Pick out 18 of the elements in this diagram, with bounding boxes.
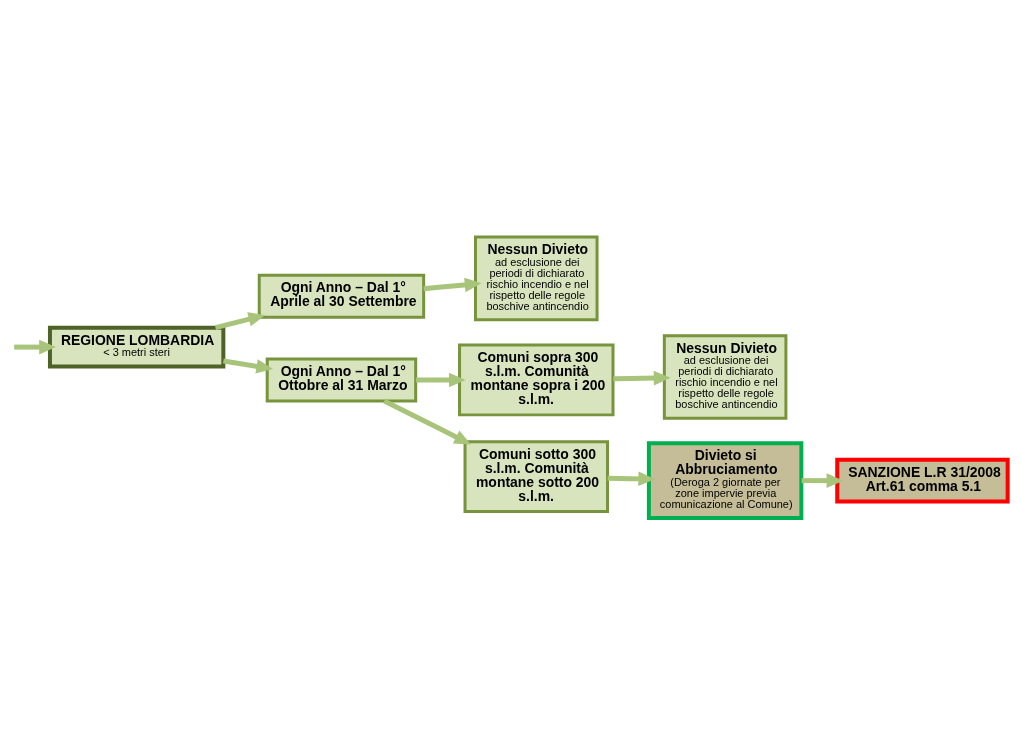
node-box: Comuni sotto 300 s.l.m. Comunità montane sotto 200 s.l.m.	[463, 439, 609, 513]
arrow	[423, 277, 482, 292]
arrow	[415, 372, 466, 387]
node-box: Comuni sopra 300 s.l.m. Comunità montane sopra i 200 s.l.m.	[458, 343, 615, 416]
arrow	[214, 311, 266, 330]
arrow	[14, 339, 56, 354]
arrow	[383, 398, 471, 444]
node-box: Nessun Divieto ad esclusione dei periodi di dichiarato rischio incendio e nel rispetto delle regole boschive antincendio	[474, 235, 599, 321]
node-box: Nessun Divieto ad esclusione dei periodi di dichiarato rischio incendio e nel rispetto delle regole boschive antincendio	[662, 333, 788, 420]
node-box: Ogni Anno – Dal 1° Ottobre al 31 Marzo	[265, 357, 418, 402]
node-box: SANZIONE L.R 31/2008 Art.61 comma 5.1	[835, 457, 1010, 504]
arrow	[801, 472, 844, 488]
node-box: Ogni Anno – Dal 1° Aprile al 30 Settembre	[257, 273, 426, 319]
node-box: Divieto si Abbruciamento (Deroga 2 giornate per zone impervie previa comunicazione al Comune)	[646, 440, 804, 520]
node-box: REGIONE LOMBARDIA < 3 metri steri	[47, 325, 226, 369]
arrow	[613, 370, 671, 385]
arrow	[222, 358, 274, 374]
arrow	[607, 471, 655, 486]
